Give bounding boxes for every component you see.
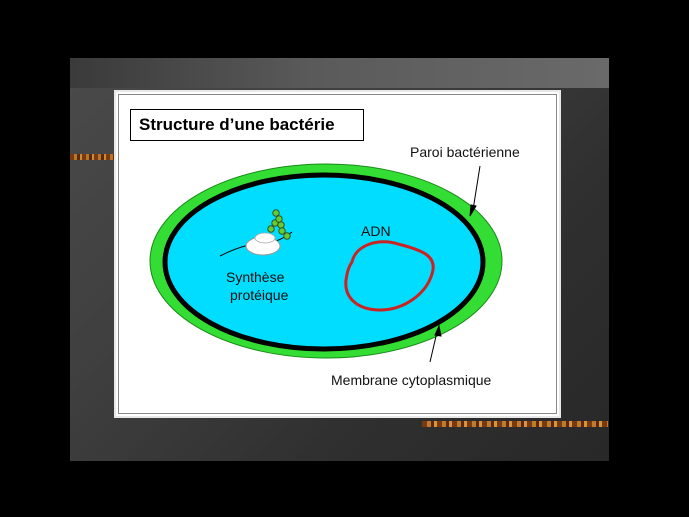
protein-chain (267, 209, 291, 240)
wall-label: Paroi bactérienne (410, 144, 520, 160)
diagram-title: Structure d’une bactérie (130, 109, 364, 141)
cytoplasmic-membrane (162, 172, 486, 352)
dna-label: ADN (361, 223, 391, 239)
membrane-label: Membrane cytoplasmique (331, 372, 492, 388)
protein-synthesis-label-line1: Synthèse (226, 269, 285, 285)
ribosome-top (254, 232, 276, 244)
slide-top-band (70, 58, 609, 88)
decorative-stripe-right (422, 421, 608, 427)
dna-loop (344, 240, 435, 312)
diagram-panel-border (118, 94, 557, 414)
pointer-arrows (429, 165, 481, 363)
decorative-stripe-left (70, 154, 118, 160)
protein-synthesis-label-line2: protéique (230, 287, 289, 303)
